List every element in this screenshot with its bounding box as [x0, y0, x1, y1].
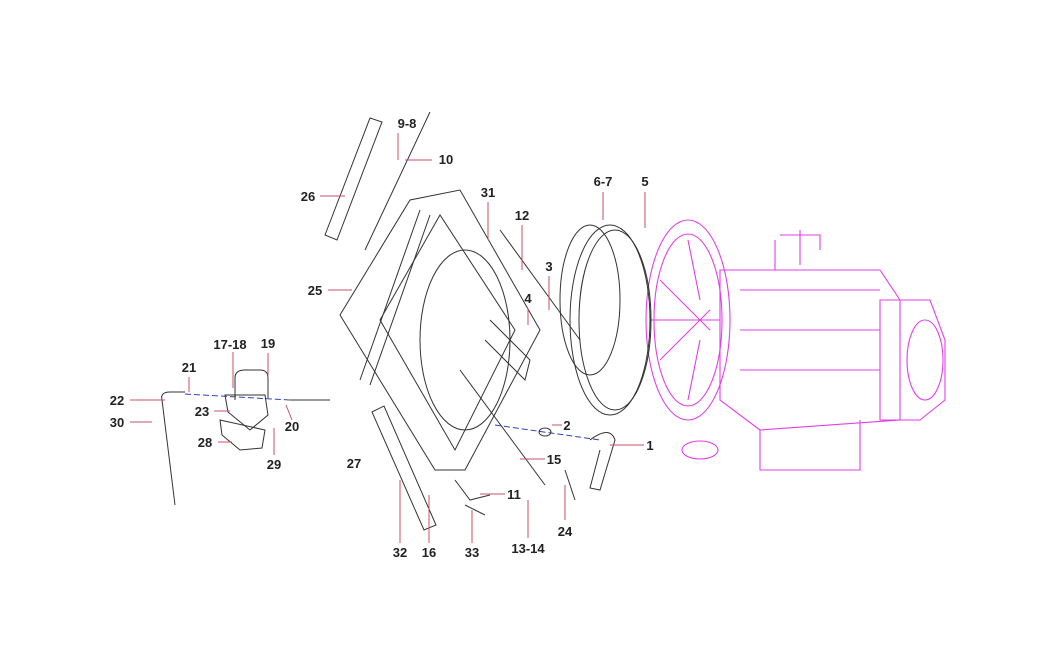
leader-lines [130, 133, 646, 543]
part-label: 3 [545, 259, 552, 274]
side-bar-32 [371, 405, 437, 531]
part-label: 24 [558, 524, 573, 539]
part-labels: 9-8 10 26 31 12 6-7 5 3 25 4 17-18 19 21… [110, 116, 654, 560]
part-label: 23 [195, 404, 209, 419]
part-label: 28 [198, 435, 212, 450]
part-label: 13-14 [511, 541, 545, 556]
part-label: 32 [393, 545, 407, 560]
rod-line [364, 111, 431, 251]
fan-shroud-rings [559, 224, 652, 416]
radiator-assembly [339, 189, 581, 486]
part-label: 19 [261, 336, 275, 351]
part-label: 16 [422, 545, 436, 560]
part-label: 2 [563, 418, 570, 433]
part-label: 26 [301, 189, 315, 204]
part-label: 9-8 [398, 116, 417, 131]
part-label: 29 [267, 457, 281, 472]
part-label: 33 [465, 545, 479, 560]
part-label: 5 [641, 174, 648, 189]
part-label: 30 [110, 415, 124, 430]
part-label: 10 [439, 152, 453, 167]
part-label: 17-18 [213, 337, 246, 352]
part-label: 31 [481, 185, 495, 200]
part-label: 1 [646, 438, 653, 453]
part-label: 22 [110, 393, 124, 408]
engine-drawing [645, 219, 946, 471]
part-label: 12 [515, 208, 529, 223]
side-bar-26 [324, 117, 383, 241]
part-label: 15 [547, 452, 561, 467]
part-label: 21 [182, 360, 196, 375]
part-label: 11 [507, 487, 521, 502]
part-label: 27 [347, 456, 361, 471]
part-label: 25 [308, 283, 322, 298]
part-label: 20 [285, 419, 299, 434]
part-label: 6-7 [594, 174, 613, 189]
part-label: 4 [524, 291, 532, 306]
